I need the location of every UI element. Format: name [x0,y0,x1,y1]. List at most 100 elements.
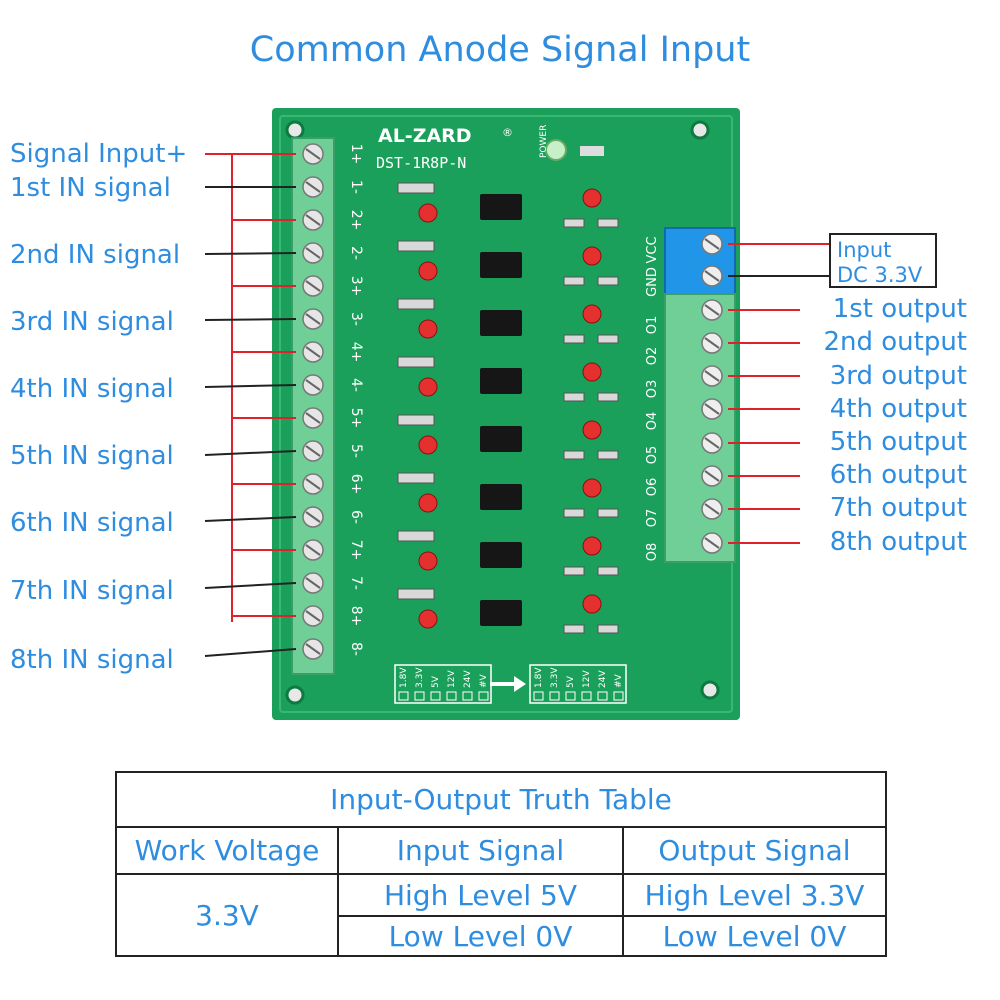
input-led [418,493,438,513]
jumper-label: 3.3V [415,667,425,688]
input-resistor [397,414,435,426]
input-terminal-label: 1+ [348,144,364,165]
output-terminal-label: O8 [645,543,660,562]
input-led [418,551,438,571]
jumper-label: 12V [582,670,592,688]
input-terminal-label: 7+ [348,540,364,561]
optocoupler [480,484,522,510]
input-terminal-label: 3- [348,312,364,326]
right-arrow-icon [490,676,526,692]
brand-text: AL-ZARD [378,125,472,147]
header-input-signal: Input Signal [396,834,565,867]
optocoupler [480,600,522,626]
label-output: 5th output [829,427,967,457]
label-in-signal: 3rd IN signal [10,307,174,337]
input-led [418,377,438,397]
output-resistor [597,508,619,518]
jumper-label: 3.3V [550,667,560,688]
label-output: 2nd output [823,327,967,357]
label-in-signal: 6th IN signal [10,508,174,538]
registered-mark: ® [502,126,513,139]
output-resistor [597,624,619,634]
optocoupler [480,368,522,394]
optocoupler [480,194,522,220]
output-led [582,420,602,440]
output-resistor [563,392,585,402]
input-resistor [397,530,435,542]
jumper-label: #V [479,673,489,688]
label-in-signal: 5th IN signal [10,441,174,471]
input-terminal-label: 5+ [348,408,364,429]
output-led [582,594,602,614]
output-resistor [597,450,619,460]
label-output: 8th output [829,527,967,557]
power-terminal-block [664,227,736,295]
output-resistor [597,218,619,228]
jumper-label: 24V [598,670,608,688]
input-terminal-label: 3+ [348,276,364,297]
voltage-jumper-block [529,664,627,704]
input-resistor [397,588,435,600]
label-output: 3rd output [829,361,967,391]
input-terminal-label: 2+ [348,210,364,231]
input-high: High Level 5V [383,878,578,912]
input-resistor [397,182,435,194]
work-voltage-value: 3.3V [195,898,259,932]
output-terminal-block [664,293,736,563]
power-led [545,139,567,161]
output-terminal-label: O2 [645,347,660,366]
input-terminal-label: 6+ [348,474,364,495]
output-led [582,188,602,208]
wire-in-signal [204,318,297,321]
input-terminal-label: 1- [348,180,364,194]
label-output: 1st output [832,294,967,324]
power-input-line2: DC 3.3V [837,263,923,287]
output-resistor [563,624,585,634]
output-resistor [563,450,585,460]
power-input-box: Input DC 3.3V [829,233,937,288]
truth-table: Input-Output Truth Table Work Voltage In… [115,771,887,957]
output-terminal-label: VCC [645,236,660,263]
output-terminal-label: O3 [645,380,660,399]
board-illustration: 1+1-2+2-3+3-4+4-5+5-6+6-7+7-8+8- GNDVCCO… [204,108,829,720]
jumper-label: #V [614,673,624,688]
input-resistor [397,472,435,484]
label-in-signal: 7th IN signal [10,576,174,606]
output-led [582,246,602,266]
input-terminal-label: 6- [348,510,364,524]
jumper-label: 1.8V [534,667,544,688]
input-low: Low Level 0V [388,919,573,953]
wire-in-signal [204,450,297,456]
wire-in-signal [204,384,297,388]
jumper-label: 12V [447,670,457,688]
input-led [418,261,438,281]
output-resistor [597,392,619,402]
input-terminal-label: 5- [348,444,364,458]
output-resistor [597,566,619,576]
input-terminal-label: 2- [348,246,364,260]
input-terminal-label: 8+ [348,606,364,627]
diagram-title: Common Anode Signal Input [249,30,751,70]
optocoupler [480,310,522,336]
output-resistor [563,276,585,286]
input-resistor [397,356,435,368]
input-terminal-label: 8- [348,642,364,656]
jumper-label: 5V [566,675,576,688]
input-led [418,435,438,455]
header-work-voltage: Work Voltage [134,834,320,867]
output-low: Low Level 0V [662,919,847,953]
output-led [582,304,602,324]
output-terminal-label: O6 [645,478,660,497]
jumper-label: 5V [431,675,441,688]
input-terminal-label: 4- [348,378,364,392]
output-terminal-label: O4 [645,412,660,431]
output-resistor [563,218,585,228]
label-output: 6th output [829,460,967,490]
label-output: 4th output [829,394,967,424]
output-led [582,362,602,382]
output-terminal-label: O1 [645,316,660,335]
output-terminal-label: GND [645,267,660,297]
jumper-label: 1.8V [399,667,409,688]
output-resistor [563,334,585,344]
wire-in-signal [204,516,297,522]
